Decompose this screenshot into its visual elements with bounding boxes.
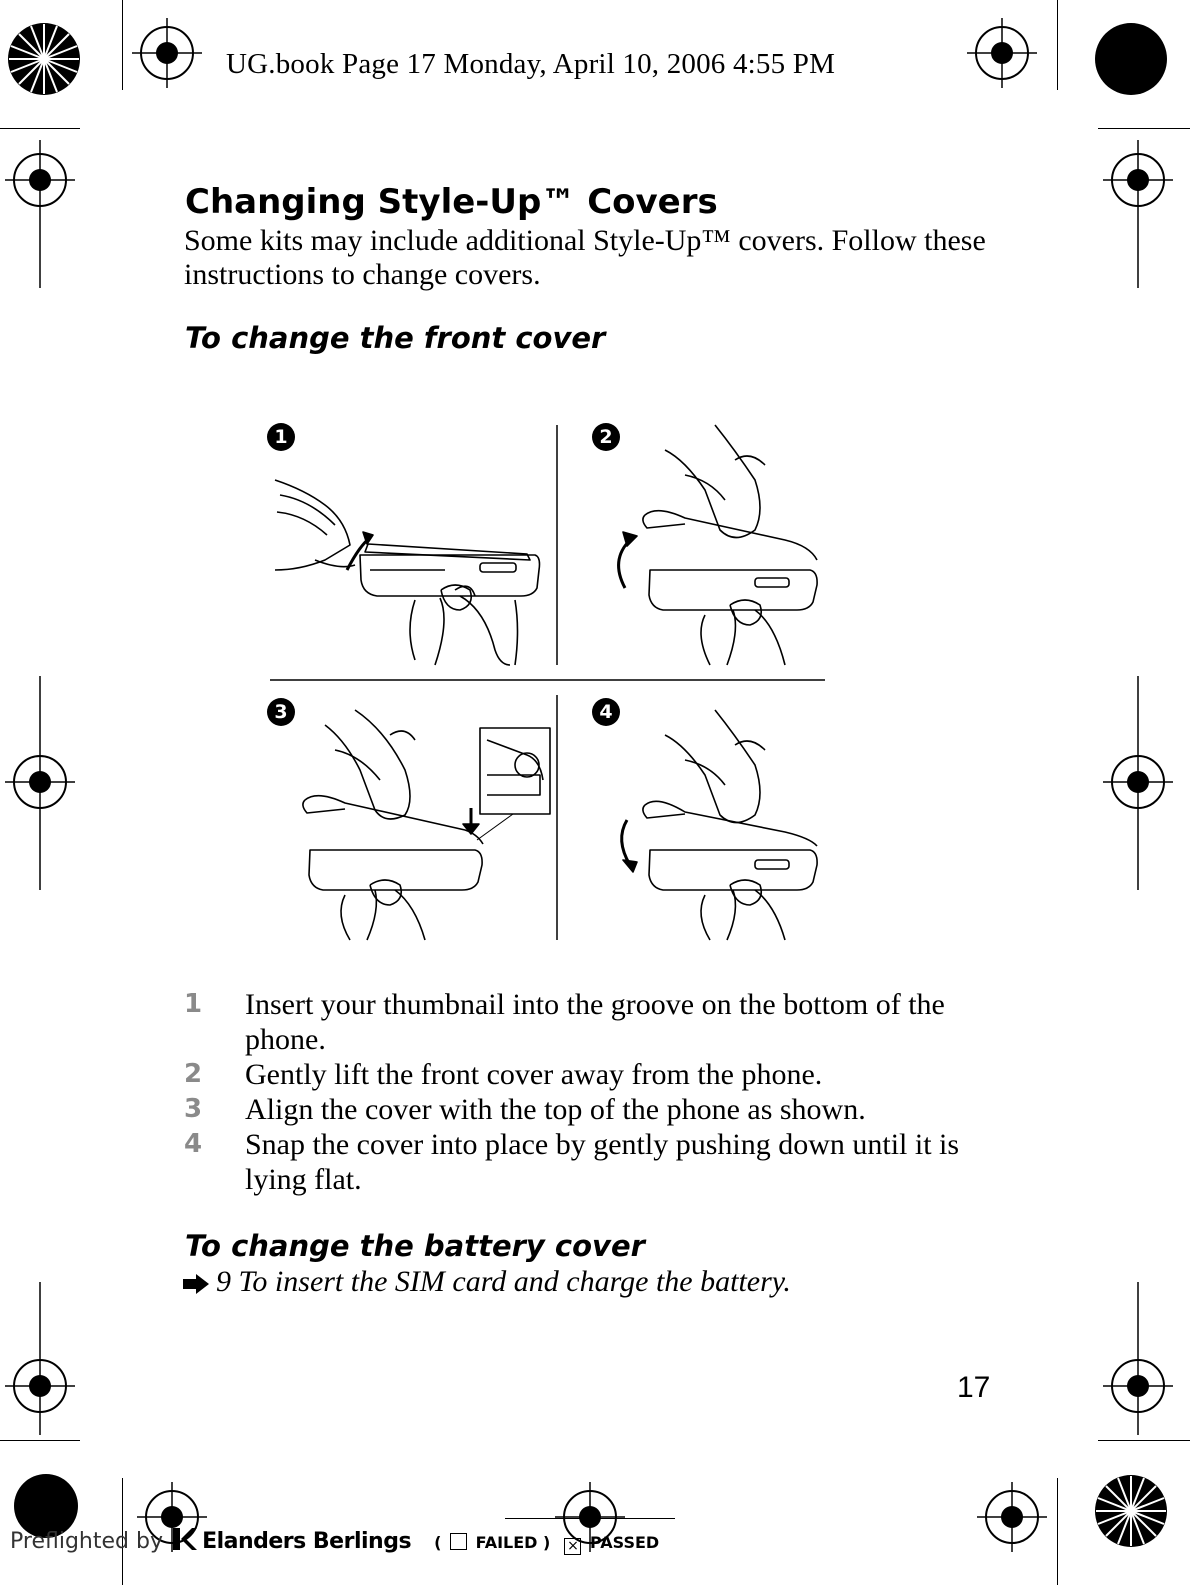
step-text: Align the cover with the top of the phon…: [245, 1093, 866, 1126]
list-item: 4 Snap the cover into place by gently pu…: [184, 1127, 974, 1197]
crosshair-target-icon: [967, 18, 1037, 88]
list-item: 1 Insert your thumbnail into the groove …: [184, 987, 974, 1057]
step-number: 2: [184, 1059, 203, 1089]
passed-checkbox: ×: [564, 1538, 582, 1555]
steps-list: 1 Insert your thumbnail into the groove …: [184, 987, 974, 1197]
panel-label-badge: 3: [267, 698, 295, 726]
panel-label-badge: 4: [592, 698, 620, 726]
passed-status: × PASSED: [561, 1533, 660, 1555]
crosshair-target-icon: [5, 1282, 75, 1435]
solid-registration-circle-icon: [14, 1474, 78, 1538]
step-number: 1: [184, 989, 203, 1019]
page-title: Changing Style-Up™ Covers: [185, 182, 718, 222]
step-text: Snap the cover into place by gently push…: [245, 1128, 960, 1196]
crosshair-target-icon: [5, 676, 75, 890]
panel-label-badge: 1: [267, 423, 295, 451]
arrow-right-icon: [183, 1274, 209, 1295]
brand-logo-icon: [173, 1528, 198, 1550]
front-cover-illustration: 1 2 3 4: [265, 420, 830, 945]
crosshair-target-icon: [1103, 1282, 1173, 1435]
crop-line: [0, 128, 80, 129]
failed-status: ( FAILED ): [434, 1533, 551, 1552]
preflight-footer: Preflighted by Elanders Berlings ( FAILE…: [10, 1527, 659, 1555]
illustration-drawing: [270, 424, 825, 941]
step-text: Gently lift the front cover away from th…: [245, 1058, 823, 1091]
brand-name: Elanders Berlings: [202, 1529, 412, 1554]
section-heading-front-cover: To change the front cover: [185, 321, 606, 355]
preflight-label: Preflighted by: [10, 1529, 163, 1554]
crop-line: [0, 1440, 80, 1441]
crop-line: [1098, 128, 1190, 129]
starburst-registration-icon: [1095, 1475, 1167, 1547]
crosshair-target-icon: [132, 18, 202, 88]
step-number: 4: [184, 1129, 203, 1159]
cross-reference-text: 9 To insert the SIM card and charge the …: [216, 1265, 791, 1298]
crop-line: [122, 1478, 123, 1585]
print-header: UG.book Page 17 Monday, April 10, 2006 4…: [226, 48, 836, 80]
crosshair-target-icon: [555, 1482, 625, 1552]
section-heading-battery-cover: To change the battery cover: [185, 1229, 645, 1263]
list-item: 3 Align the cover with the top of the ph…: [184, 1092, 974, 1127]
failed-label: FAILED: [475, 1533, 538, 1552]
crop-line: [505, 1518, 675, 1519]
passed-label: PASSED: [590, 1533, 660, 1552]
step-text: Insert your thumbnail into the groove on…: [245, 988, 945, 1056]
solid-registration-circle-icon: [1095, 23, 1167, 95]
intro-paragraph: Some kits may include additional Style-U…: [184, 224, 986, 291]
list-item: 2 Gently lift the front cover away from …: [184, 1057, 974, 1092]
cross-reference-link[interactable]: 9 To insert the SIM card and charge the …: [182, 1265, 791, 1299]
crosshair-target-icon: [1103, 140, 1173, 288]
page-number: 17: [957, 1371, 991, 1404]
step-number: 3: [184, 1094, 203, 1124]
crop-line: [1057, 1478, 1058, 1585]
crosshair-target-icon: [1103, 676, 1173, 890]
crop-line: [122, 0, 123, 90]
crosshair-target-icon: [137, 1482, 207, 1552]
crop-line: [1098, 1440, 1190, 1441]
crop-line: [1057, 0, 1058, 90]
crosshair-target-icon: [977, 1482, 1047, 1552]
crosshair-target-icon: [5, 140, 75, 288]
panel-label-badge: 2: [592, 423, 620, 451]
failed-checkbox: [450, 1533, 468, 1550]
starburst-registration-icon: [8, 23, 80, 95]
